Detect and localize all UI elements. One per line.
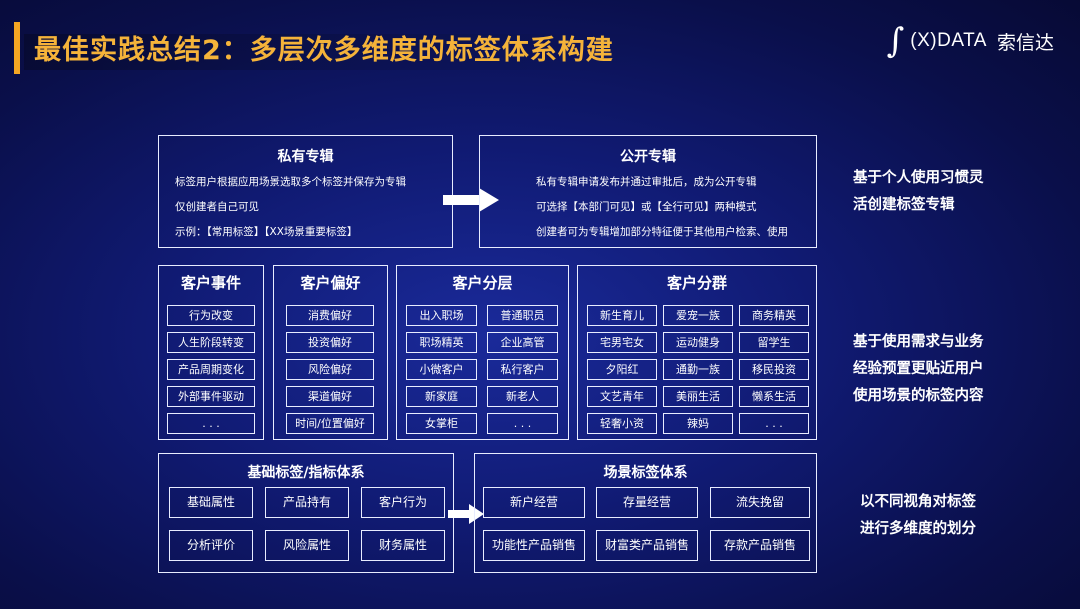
- private-album-title: 私有专辑: [277, 149, 334, 165]
- group-chip: 辣妈: [663, 413, 733, 434]
- scene-tag-chip: 存款产品销售: [710, 530, 810, 561]
- basic-tag-chip: 财务属性: [361, 530, 445, 561]
- pref-chip: 时间/位置偏好: [286, 413, 374, 434]
- event-chip: . . .: [167, 413, 255, 434]
- tier-chip: 新家庭: [406, 386, 477, 407]
- tier-chip: 女掌柜: [406, 413, 477, 434]
- side-note-line: 使用场景的标签内容: [853, 388, 984, 404]
- side-note-1: 基于个人使用习惯灵 活创建标签专辑: [853, 165, 984, 219]
- customer-tier-title: 客户分层: [452, 274, 513, 292]
- logo-cn: 索信达: [996, 31, 1054, 54]
- tier-chip: 职场精英: [406, 332, 477, 353]
- event-chip: 产品周期变化: [167, 359, 255, 380]
- scene-tag-chip: 新户经营: [483, 487, 585, 518]
- public-album-line: 私有专辑申请发布并通过审批后，成为公开专辑: [536, 176, 757, 188]
- group-chip: 运动健身: [663, 332, 733, 353]
- page-title: 最佳实践总结2：多层次多维度的标签体系构建: [34, 35, 614, 66]
- customer-group-box: 客户分群 新生育儿 宅男宅女 夕阳红 文艺青年 轻奢小资 爱宠一族 运动健身 通…: [577, 265, 817, 440]
- private-album-line: 仅创建者自己可见: [175, 201, 259, 213]
- scene-tag-chip: 存量经营: [596, 487, 698, 518]
- title-shadow: [24, 34, 644, 70]
- group-chip: 宅男宅女: [587, 332, 657, 353]
- customer-group-title: 客户分群: [666, 274, 727, 292]
- group-chip: 夕阳红: [587, 359, 657, 380]
- customer-pref-title: 客户偏好: [300, 274, 361, 292]
- tier-chip: 普通职员: [487, 305, 558, 326]
- public-album-box: 公开专辑 私有专辑申请发布并通过审批后，成为公开专辑 可选择【本部门可见】或【全…: [479, 135, 817, 248]
- pref-chip: 渠道偏好: [286, 386, 374, 407]
- basic-tag-chip: 基础属性: [169, 487, 253, 518]
- basic-tags-title: 基础标签/指标体系: [247, 465, 365, 481]
- tier-chip: 新老人: [487, 386, 558, 407]
- public-album-line: 创建者可为专辑增加部分特征便于其他用户检索、使用: [536, 226, 788, 238]
- basic-tags-box: 基础标签/指标体系 基础属性 产品持有 客户行为 分析评价 风险属性 财务属性: [158, 453, 454, 573]
- group-chip: 轻奢小资: [587, 413, 657, 434]
- pref-chip: 风险偏好: [286, 359, 374, 380]
- title-accent-bar: [14, 22, 20, 74]
- event-chip: 人生阶段转变: [167, 332, 255, 353]
- customer-tier-box: 客户分层 出入职场 职场精英 小微客户 新家庭 女掌柜 普通职员 企业高管 私行…: [396, 265, 569, 440]
- group-chip: 爱宠一族: [663, 305, 733, 326]
- tier-chip: . . .: [487, 413, 558, 434]
- event-chip: 行为改变: [167, 305, 255, 326]
- customer-event-box: 客户事件 行为改变 人生阶段转变 产品周期变化 外部事件驱动 . . .: [158, 265, 264, 440]
- scene-tags-title: 场景标签体系: [603, 465, 688, 481]
- brand-logo: ∫ (X)DATA 索信达: [887, 24, 1054, 58]
- arrow-right-icon: [448, 504, 484, 524]
- public-album-title: 公开专辑: [620, 149, 676, 165]
- basic-tag-chip: 产品持有: [265, 487, 349, 518]
- integral-logo-icon: ∫: [886, 21, 905, 61]
- private-album-box: 私有专辑 标签用户根据应用场景选取多个标签并保存为专辑 仅创建者自己可见 示例：…: [158, 135, 453, 248]
- group-chip: 美丽生活: [663, 386, 733, 407]
- basic-tag-chip: 分析评价: [169, 530, 253, 561]
- group-chip: 商务精英: [739, 305, 809, 326]
- tier-chip: 企业高管: [487, 332, 558, 353]
- scene-tag-chip: 财富类产品销售: [596, 530, 698, 561]
- side-note-line: 经验预置更贴近用户: [853, 361, 984, 377]
- side-note-line: 以不同视角对标签: [860, 494, 976, 510]
- group-chip: 懒系生活: [739, 386, 809, 407]
- side-note-line: 活创建标签专辑: [853, 197, 955, 213]
- tier-chip: 小微客户: [406, 359, 477, 380]
- tier-chip: 私行客户: [487, 359, 558, 380]
- group-chip: 新生育儿: [587, 305, 657, 326]
- side-note-3: 以不同视角对标签 进行多维度的划分: [860, 489, 976, 543]
- public-album-line: 可选择【本部门可见】或【全行可见】两种模式: [536, 201, 757, 213]
- event-chip: 外部事件驱动: [167, 386, 255, 407]
- group-chip: 移民投资: [739, 359, 809, 380]
- tier-chip: 出入职场: [406, 305, 477, 326]
- customer-event-title: 客户事件: [180, 274, 241, 292]
- customer-pref-box: 客户偏好 消费偏好 投资偏好 风险偏好 渠道偏好 时间/位置偏好: [273, 265, 388, 440]
- pref-chip: 消费偏好: [286, 305, 374, 326]
- group-chip: 留学生: [739, 332, 809, 353]
- group-chip: 文艺青年: [587, 386, 657, 407]
- group-chip: 通勤一族: [663, 359, 733, 380]
- private-album-line: 示例：【常用标签】【XX场景重要标签】: [175, 226, 358, 238]
- scene-tags-box: 场景标签体系 新户经营 存量经营 流失挽留 功能性产品销售 财富类产品销售 存款…: [474, 453, 817, 573]
- arrow-right-icon: [443, 188, 499, 212]
- scene-tag-chip: 流失挽留: [710, 487, 810, 518]
- logo-text: (X)DATA: [910, 30, 987, 51]
- group-chip: . . .: [739, 413, 809, 434]
- side-note-2: 基于使用需求与业务 经验预置更贴近用户 使用场景的标签内容: [853, 329, 984, 410]
- pref-chip: 投资偏好: [286, 332, 374, 353]
- side-note-line: 基于使用需求与业务: [853, 334, 984, 350]
- scene-tag-chip: 功能性产品销售: [483, 530, 585, 561]
- side-note-line: 基于个人使用习惯灵: [853, 170, 984, 186]
- basic-tag-chip: 风险属性: [265, 530, 349, 561]
- side-note-line: 进行多维度的划分: [860, 521, 976, 537]
- private-album-line: 标签用户根据应用场景选取多个标签并保存为专辑: [175, 176, 406, 188]
- basic-tag-chip: 客户行为: [361, 487, 445, 518]
